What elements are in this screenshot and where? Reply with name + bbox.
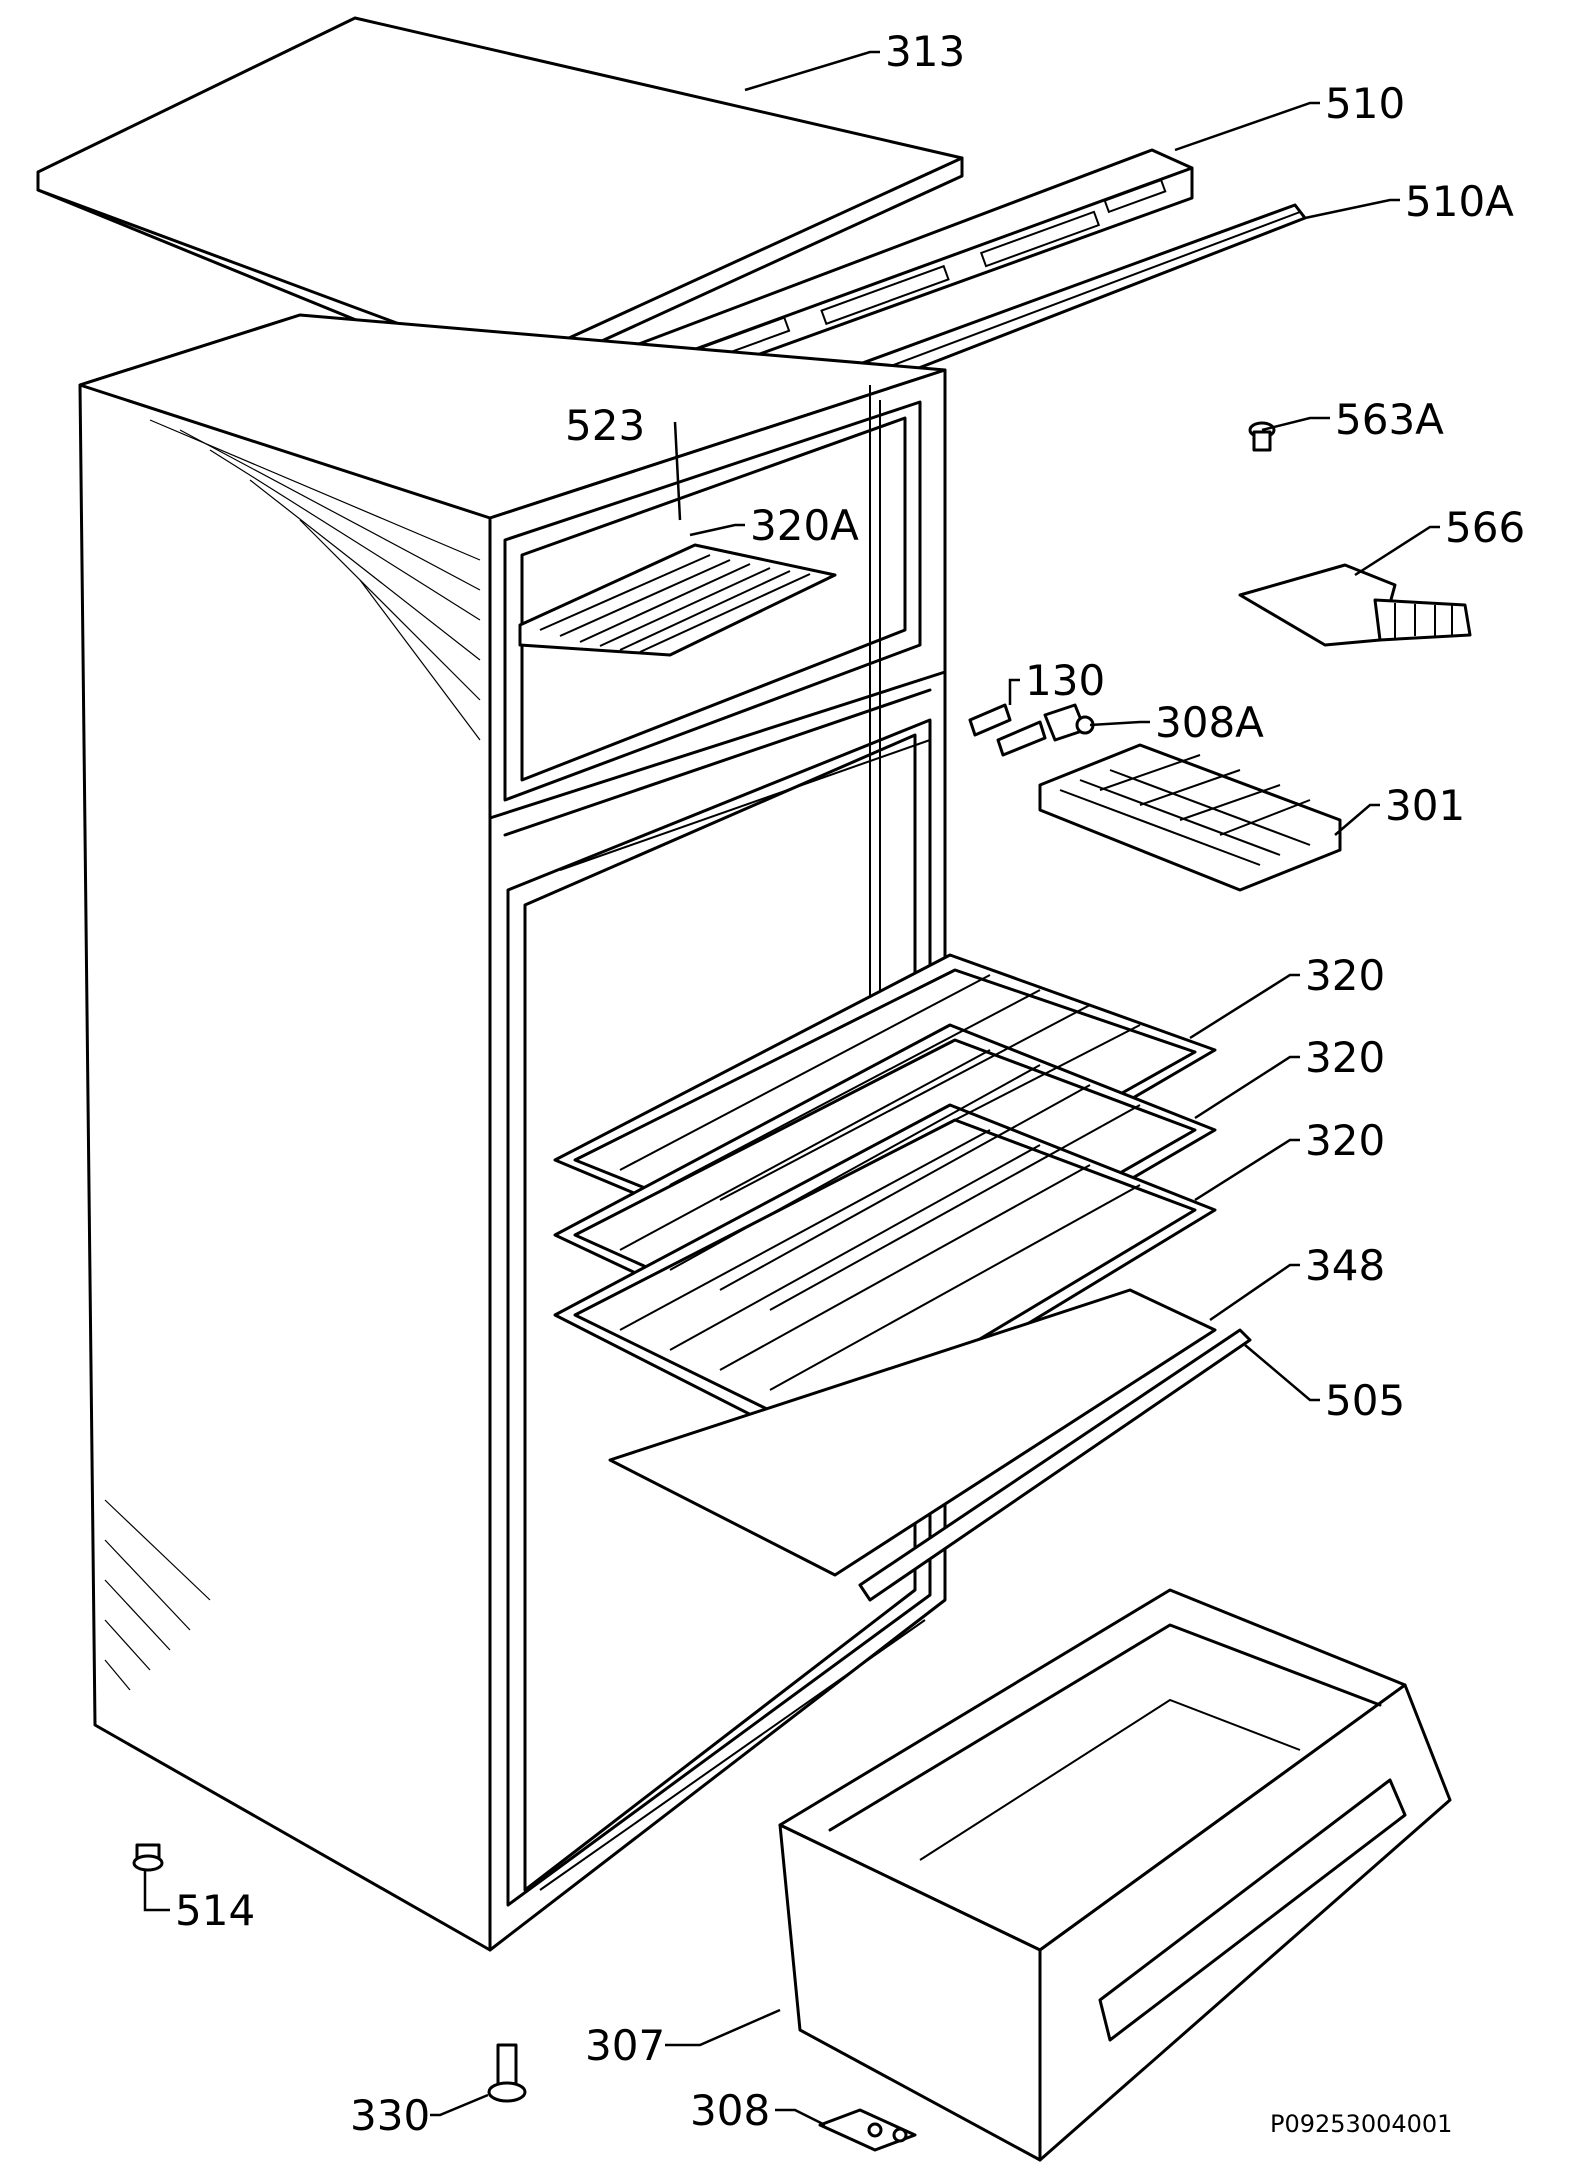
control-panel-510	[613, 148, 1194, 392]
leader-lines	[143, 50, 1440, 2127]
label-523: 523	[565, 401, 645, 450]
label-510a: 510A	[1405, 177, 1514, 226]
ice-scraper-566	[1238, 563, 1472, 647]
label-307: 307	[585, 2021, 665, 2070]
screw-563a	[1248, 421, 1276, 452]
crisper-drawer-307	[778, 1588, 1452, 2162]
hinge-308a	[1043, 703, 1095, 742]
label-330: 330	[350, 2091, 430, 2140]
shelf-ribs	[619, 974, 1141, 1391]
label-505: 505	[1325, 1376, 1405, 1425]
side-shading	[104, 419, 481, 1691]
crisper-cover-348	[608, 1288, 1217, 1577]
label-348: 348	[1305, 1241, 1385, 1290]
label-308: 308	[690, 2086, 770, 2135]
label-308a: 308A	[1155, 698, 1264, 747]
label-320-middle: 320	[1305, 1033, 1385, 1082]
drawing-code: P09253004001	[1270, 2110, 1452, 2138]
bracket-308	[818, 2108, 917, 2152]
foot-514	[132, 1843, 164, 1872]
leveling-foot-330	[487, 2043, 527, 2103]
top-cover-313	[36, 16, 964, 385]
label-130: 130	[1025, 656, 1105, 705]
label-301: 301	[1385, 781, 1465, 830]
label-510: 510	[1325, 79, 1405, 128]
ice-tray-301	[1038, 743, 1342, 892]
front-trim-505	[858, 1328, 1252, 1602]
label-566: 566	[1445, 503, 1525, 552]
label-320a: 320A	[750, 501, 859, 550]
part-labels: 313 510 510A 523 320A 563A 566 130 308A …	[175, 27, 1525, 2140]
hinge-plate-130	[968, 703, 1047, 757]
label-563a: 563A	[1335, 395, 1444, 444]
label-313: 313	[885, 27, 965, 76]
freezer-shelf-320a	[518, 543, 837, 657]
label-320-top: 320	[1305, 951, 1385, 1000]
label-320-bottom: 320	[1305, 1116, 1385, 1165]
label-514: 514	[175, 1886, 255, 1935]
